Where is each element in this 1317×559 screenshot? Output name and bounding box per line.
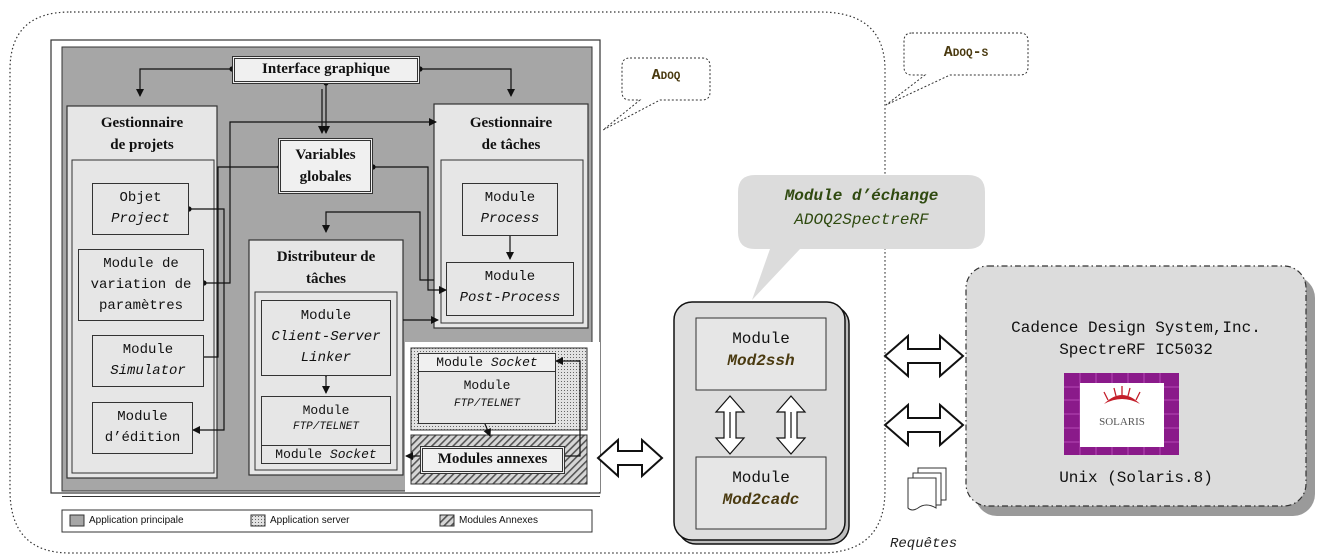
requetes-doc-icon [907,477,937,511]
interface-graphique-label: Interface graphique [262,61,390,77]
module-post-process-box: Module Post-Process [446,262,574,316]
cadence-text: Cadence Design System,Inc. SpectreRF IC5… [1011,319,1261,359]
objet-project-box: Objet Project [92,183,189,235]
solaris-logo-text: SOLARIS [1099,416,1145,428]
module-mod2ssh: Module Mod2ssh [727,330,795,370]
legend-modules-annexes: Modules Annexes [459,515,538,526]
gestionnaire-taches-header: Gestionnaire de tâches [469,115,553,153]
distributeur-taches-header: Distributeur de tâches [276,249,376,287]
double-arrow-exchange-to-cadence-bottom [883,402,965,448]
adoq-callout [602,57,711,131]
echange-bubble-text: Module d’échange ADOQ2SpectreRF [784,187,939,229]
module-ftp-left-box: Module FTP/TELNET [261,396,391,464]
adoq-label: Adoq [651,67,681,84]
module-client-server-box: Module Client-Server Linker [261,300,391,376]
variables-globales-box: Variables globales [278,138,373,194]
module-variation-box: Module de variation de paramètres [78,249,204,321]
module-edition-box: Module d’édition [92,402,193,454]
module-mod2cadc: Module Mod2cadc [722,469,800,509]
modules-annexes-box: Modules annexes [420,446,565,474]
double-arrow-main-to-exchange [596,437,664,479]
module-socket-left-box: Module Socket [261,445,391,464]
adoqs-callout [885,32,1029,106]
legend-application-principale: Application principale [89,515,184,526]
gestionnaire-projets-header: Gestionnaire de projets [100,115,184,153]
echange-bubble [738,175,985,300]
interface-graphique-box: Interface graphique [232,56,420,84]
requetes-label: Requêtes [890,536,958,552]
arrow-ig-left [136,66,235,97]
adoqs-outline [9,11,886,554]
legend-application-server: Application server [270,515,350,526]
unix-label: Unix (Solaris.8) [1059,469,1213,487]
double-arrow-exchange-to-cadence-top [883,333,965,379]
adoqs-label: Adoq-s [943,44,989,61]
module-socket-right-box: Module Socket [418,353,556,372]
module-ftp-right-box: Module FTP/TELNET [418,372,556,424]
arrow-ig-right [417,66,515,97]
module-process-box: Module Process [462,183,558,236]
module-simulator-box: Module Simulator [92,335,204,387]
